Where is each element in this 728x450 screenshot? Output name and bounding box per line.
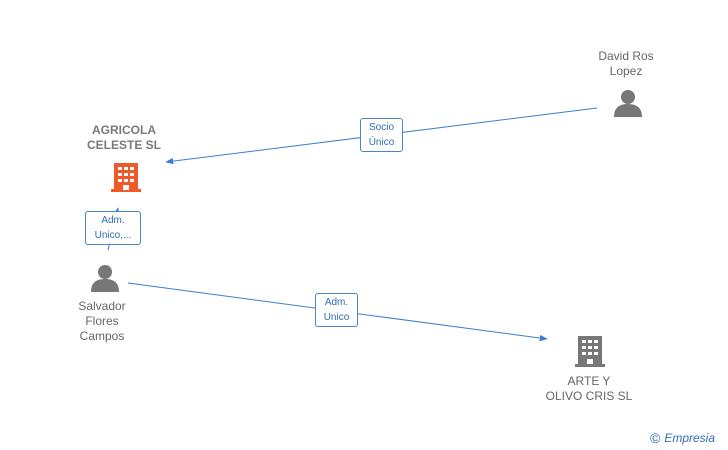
brand-logo: © Empresia	[650, 430, 715, 446]
person-icon[interactable]	[91, 265, 119, 292]
brand-name: Empresia	[664, 431, 716, 445]
node-label-agricola[interactable]: AGRICOLA CELESTE SL	[86, 123, 161, 152]
edge-label-salvador-arte[interactable]: Adm. Unico	[315, 293, 358, 327]
node-label-salvador[interactable]: Salvador Flores Campos	[78, 299, 126, 343]
node-label-david[interactable]: David Ros Lopez	[598, 49, 654, 78]
edge-label-salvador-agricola[interactable]: Adm. Unico,...	[85, 211, 141, 245]
building-icon[interactable]	[575, 336, 605, 367]
person-icon[interactable]	[614, 90, 642, 117]
copyright-icon: ©	[650, 430, 661, 446]
edge-label-david-agricola[interactable]: Socio Único	[360, 118, 403, 152]
node-label-arte[interactable]: ARTE Y OLIVO CRIS SL	[545, 374, 633, 403]
building-icon[interactable]	[111, 160, 143, 192]
